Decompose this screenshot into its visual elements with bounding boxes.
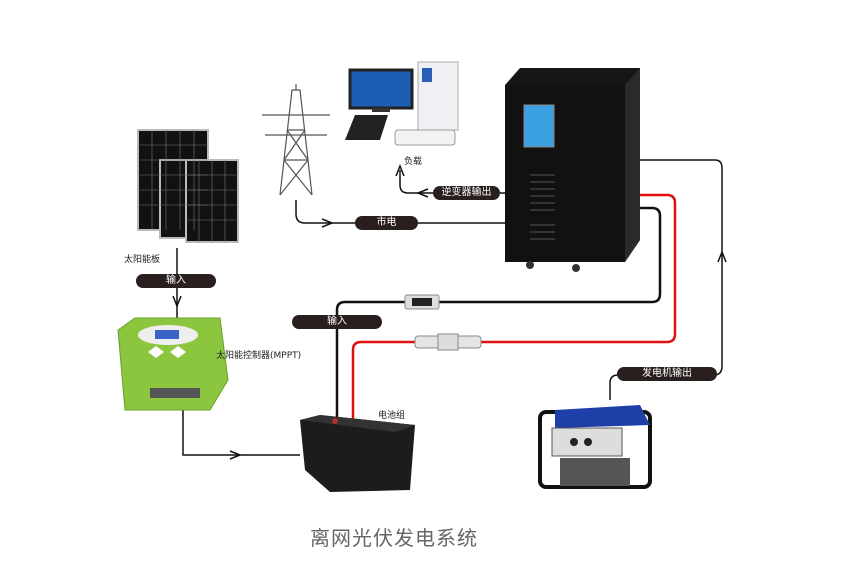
solar-panel-icon	[137, 129, 239, 243]
grid-pill: 市电	[355, 216, 418, 230]
solar-panel-label: 太阳能板	[124, 255, 161, 265]
negative-wire	[335, 206, 662, 420]
inverter-output-arrow	[415, 188, 429, 198]
inverter-icon	[505, 68, 640, 272]
load-label: 负载	[404, 157, 423, 167]
battery-input-pill: 输入	[292, 315, 382, 329]
generator-output-pill: 发电机输出	[617, 367, 717, 381]
grid-arrow	[321, 218, 335, 228]
generator-arrow	[717, 249, 727, 263]
solar-controller-icon	[117, 317, 229, 411]
positive-wire	[351, 193, 677, 420]
power-tower-icon	[262, 84, 330, 196]
solar-arrow	[172, 295, 182, 309]
grid-wire	[295, 200, 505, 224]
battery-icon	[300, 415, 415, 492]
controller-label: 太阳能控制器(MPPT)	[216, 351, 302, 361]
positive-fuse-icon	[414, 333, 482, 351]
controller-arrow	[229, 450, 243, 460]
generator-wire	[609, 159, 723, 400]
generator-icon	[538, 405, 652, 489]
diagram-title: 离网光伏发电系统	[310, 526, 478, 550]
controller-to-battery-wire	[182, 410, 300, 456]
solar-input-pill: 输入	[136, 274, 216, 288]
negative-fuse-icon	[404, 294, 440, 310]
inverter-output-pill: 逆变器输出	[433, 186, 500, 200]
wires	[172, 159, 727, 460]
inverter-output-wire	[399, 170, 505, 194]
load-arrow	[395, 163, 405, 177]
battery-label: 电池组	[378, 411, 406, 421]
load-devices-icon	[345, 61, 459, 146]
